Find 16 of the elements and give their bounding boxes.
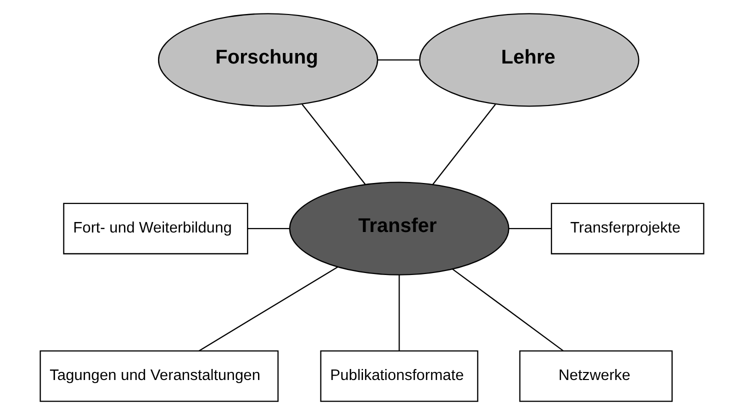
node-box: Tagungen und Veranstaltungen [39, 350, 278, 402]
node-box: Transferprojekte [550, 202, 704, 254]
node-ellipse: Lehre [418, 12, 639, 106]
connector [452, 268, 563, 351]
node-box: Netzwerke [518, 350, 672, 402]
connector [508, 228, 551, 229]
node-ellipse: Forschung [157, 12, 378, 106]
connector [198, 266, 338, 351]
node-box: Fort- und Weiterbildung [62, 202, 248, 254]
node-ellipse: Transfer [288, 181, 509, 275]
connector [377, 58, 419, 60]
node-box: Publikationsformate [320, 350, 478, 402]
connector [247, 228, 290, 229]
connector [301, 104, 366, 184]
connector [432, 104, 496, 184]
connector [398, 274, 400, 350]
